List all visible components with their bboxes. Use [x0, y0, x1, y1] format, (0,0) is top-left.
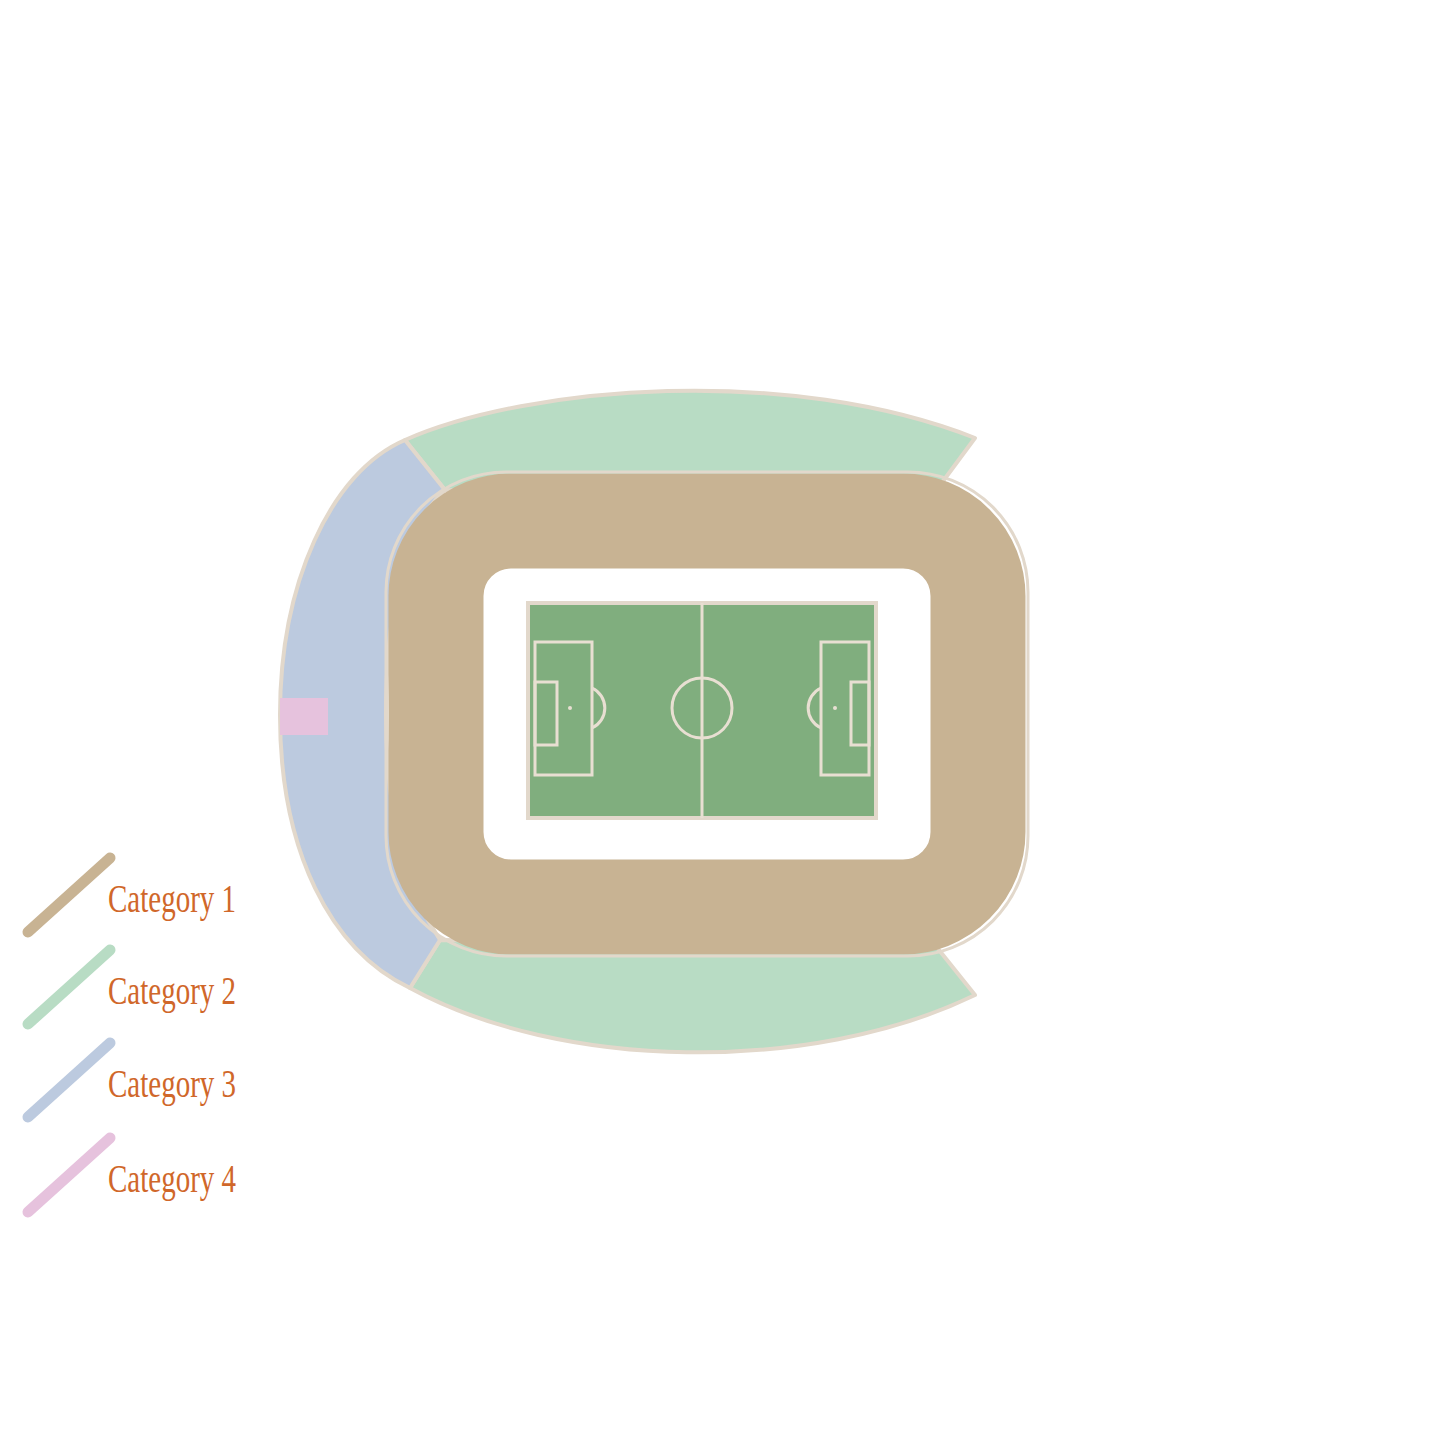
legend-item: Category 1	[0, 850, 300, 940]
legend-label: Category 2	[108, 972, 236, 1011]
legend-swatch-stroke	[28, 1138, 110, 1212]
legend-label: Category 3	[108, 1065, 236, 1104]
legend-item: Category 2	[0, 942, 300, 1032]
legend-swatch-stroke	[28, 1043, 110, 1117]
legend-label: Category 1	[108, 880, 236, 919]
legend-swatch-stroke	[28, 950, 110, 1024]
legend-swatch-stroke	[28, 858, 110, 932]
legend-item: Category 3	[0, 1035, 300, 1125]
legend-label: Category 4	[108, 1160, 236, 1199]
legend-item: Category 4	[0, 1130, 300, 1220]
